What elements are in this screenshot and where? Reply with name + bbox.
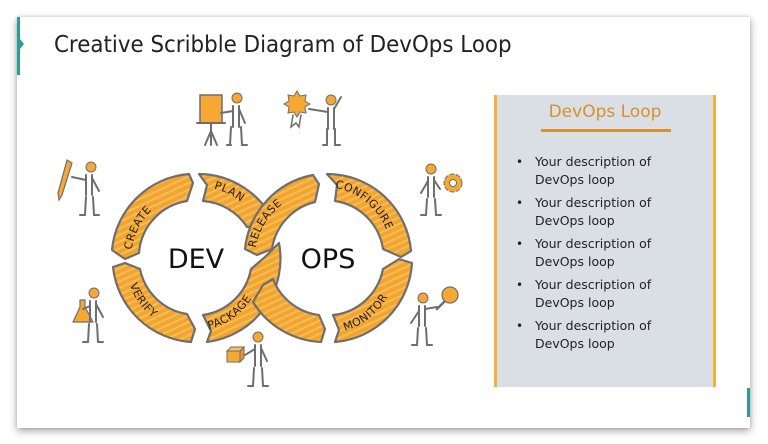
magnifier-icon	[435, 286, 459, 311]
figure-gear	[420, 163, 463, 216]
figure-presenter-flipchart	[196, 92, 248, 146]
box-icon	[225, 345, 246, 364]
segment-ops-return	[251, 277, 327, 344]
bullet-icon: •	[516, 237, 524, 251]
dev-center-label: DEV	[168, 244, 225, 275]
figure-flask	[72, 287, 104, 343]
devops-loop-diagram: CREATE PLAN PACKAGE VERIFY RELEASE CONFI…	[57, 90, 463, 387]
dev-loop	[110, 172, 282, 344]
figure-pencil	[57, 159, 100, 216]
panel-title: DevOps Loop	[548, 102, 662, 122]
slide: Creative Scribble Diagram of DevOps Loop	[17, 17, 750, 428]
pencil-icon	[57, 159, 73, 202]
panel-title-underline	[541, 129, 671, 132]
figure-box	[225, 331, 269, 387]
flipchart-icon	[196, 94, 226, 146]
segment-verify	[111, 261, 197, 344]
bullet-icon: •	[516, 278, 524, 292]
segment-configure	[325, 172, 413, 259]
figure-award	[283, 90, 342, 146]
bullet-icon: •	[516, 155, 524, 169]
figure-magnifier	[410, 286, 459, 346]
right-accent-bar	[747, 388, 750, 417]
left-accent-arrow-icon	[20, 39, 24, 49]
list-item: • Your description of DevOps loop	[516, 195, 652, 228]
list-item: • Your description of DevOps loop	[516, 277, 652, 310]
ops-loop	[243, 172, 414, 344]
award-ribbon-icon	[283, 90, 311, 129]
segment-release	[243, 173, 321, 257]
segment-monitor	[331, 257, 414, 344]
segment-create	[110, 172, 195, 261]
list-item: • Your description of DevOps loop	[516, 236, 652, 269]
left-accent-bar	[17, 17, 20, 75]
description-panel: DevOps Loop • Your description of DevOps…	[494, 95, 716, 387]
slide-title: Creative Scribble Diagram of DevOps Loop	[54, 32, 512, 58]
list-item: • Your description of DevOps loop	[516, 154, 652, 187]
list-item: • Your description of DevOps loop	[516, 318, 652, 351]
flask-icon	[72, 299, 94, 323]
bullet-icon: •	[516, 319, 524, 333]
bullet-icon: •	[516, 196, 524, 210]
description-list: • Your description of DevOps loop • Your…	[516, 153, 706, 358]
gear-icon	[443, 173, 463, 193]
ops-center-label: OPS	[301, 244, 356, 275]
segment-package	[201, 241, 282, 344]
